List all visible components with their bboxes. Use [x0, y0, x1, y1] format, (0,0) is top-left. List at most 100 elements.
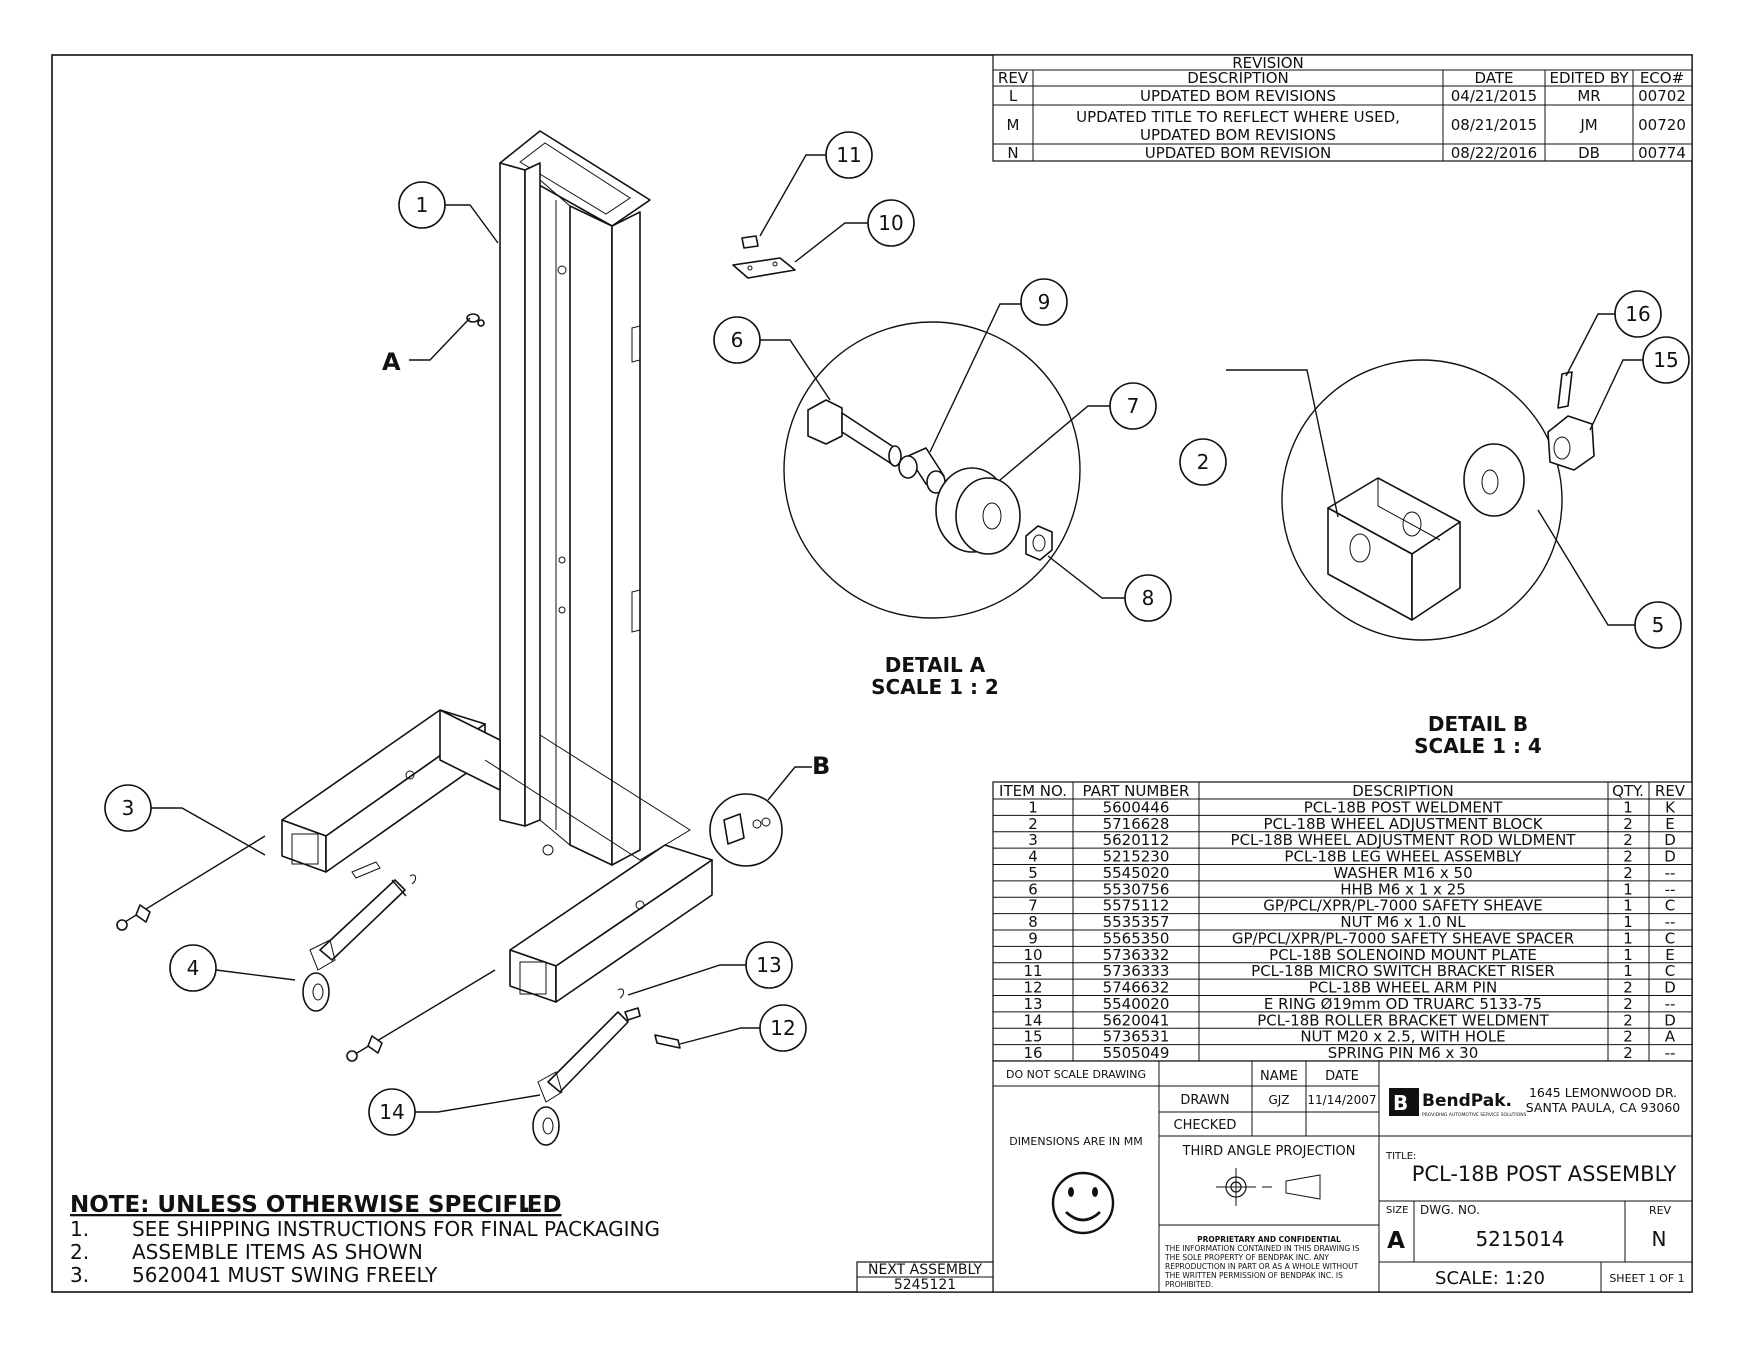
bom-cell-qty: 2 — [1623, 1011, 1633, 1029]
proprietary-line-5: PROHIBITED. — [1165, 1280, 1213, 1289]
bom-cell-qty: 2 — [1623, 815, 1633, 833]
next-assembly-block: NEXT ASSEMBLY 5245121 — [856, 1261, 994, 1293]
rev-row-n-rev: N — [1007, 144, 1018, 162]
bendpak-logo: B BendPak. PROVIDING AUTOMOTIVE SERVICE … — [1389, 1088, 1527, 1118]
svg-text:4: 4 — [187, 956, 200, 980]
bom-cell-item: 6 — [1028, 880, 1038, 898]
balloon-6: 6 — [713, 316, 761, 364]
balloon-16: 16 — [1614, 290, 1662, 338]
svg-text:7: 7 — [1127, 394, 1140, 418]
callout-balloons: 1 2 3 4 5 6 7 8 9 10 11 12 13 14 15 16 — [104, 131, 1690, 1136]
company-address-line-1: 1645 LEMONWOOD DR. — [1529, 1085, 1677, 1100]
bom-cell-description: NUT M6 x 1.0 NL — [1340, 913, 1466, 931]
bom-cell-rev: E — [1665, 946, 1674, 964]
general-notes: NOTE: UNLESS OTHERWISE SPECIFIED . 1. SE… — [70, 1192, 660, 1287]
detail-b-title: DETAIL B — [1428, 712, 1528, 736]
proprietary-line-3: REPRODUCTION IN PART OR AS A WHOLE WITHO… — [1165, 1262, 1359, 1271]
bom-cell-item: 5 — [1028, 864, 1038, 882]
note-3-text: 5620041 MUST SWING FREELY — [132, 1263, 438, 1287]
rev-row-l-date: 04/21/2015 — [1451, 87, 1537, 105]
balloon-7: 7 — [1109, 382, 1157, 430]
bom-cell-item: 12 — [1023, 979, 1042, 997]
rev-row-l-editor: MR — [1577, 87, 1600, 105]
balloon-3: 3 — [104, 784, 152, 832]
bom-cell-description: GP/PCL/XPR/PL-7000 SAFETY SHEAVE — [1263, 897, 1543, 915]
note-2-number: 2. — [70, 1240, 89, 1264]
bom-cell-part: 5545020 — [1103, 864, 1170, 882]
title-block: DO NOT SCALE DRAWING NAME DATE DRAWN GJZ… — [992, 1060, 1693, 1293]
bom-cell-part: 5535357 — [1103, 913, 1170, 931]
bom-cell-item: 3 — [1028, 831, 1038, 849]
rev-row-n-date: 08/22/2016 — [1451, 144, 1537, 162]
bom-cell-item: 8 — [1028, 913, 1038, 931]
bom-cell-qty: 2 — [1623, 831, 1633, 849]
bom-cell-description: PCL-18B WHEEL ARM PIN — [1309, 979, 1497, 997]
bom-cell-rev: -- — [1665, 995, 1676, 1013]
bom-cell-part: 5505049 — [1103, 1044, 1170, 1062]
bom-cell-qty: 1 — [1623, 962, 1633, 980]
bom-cell-item: 9 — [1028, 929, 1038, 947]
bom-cell-item: 1 — [1028, 798, 1038, 816]
bill-of-materials: ITEM NO. PART NUMBER DESCRIPTION QTY. RE… — [992, 781, 1693, 1062]
drawn-date: 11/14/2007 — [1307, 1093, 1376, 1107]
drawn-by-name: GJZ — [1268, 1093, 1289, 1107]
bom-cell-rev: K — [1665, 798, 1676, 816]
base-cross-member — [439, 709, 501, 791]
bom-cell-item: 7 — [1028, 897, 1038, 915]
bom-part-header: PART NUMBER — [1083, 782, 1190, 800]
detail-a-title: DETAIL A — [885, 653, 986, 677]
balloon-10: 10 — [867, 199, 915, 247]
balloon-9: 9 — [1020, 278, 1068, 326]
dimensions-note: DIMENSIONS ARE IN MM — [1009, 1135, 1143, 1148]
balloon-15: 15 — [1642, 336, 1690, 384]
balloon-13: 13 — [745, 941, 793, 989]
bom-cell-item: 4 — [1028, 848, 1038, 866]
current-revision: N — [1652, 1227, 1667, 1251]
note-1-text: SEE SHIPPING INSTRUCTIONS FOR FINAL PACK… — [132, 1217, 660, 1241]
svg-text:B: B — [1393, 1091, 1408, 1115]
title-label: TITLE: — [1385, 1151, 1416, 1162]
bom-cell-description: PCL-18B WHEEL ADJUSTMENT ROD WLDMENT — [1231, 831, 1577, 849]
bom-cell-qty: 1 — [1623, 946, 1633, 964]
bom-cell-part: 5530756 — [1103, 880, 1170, 898]
bom-cell-part: 5600446 — [1103, 798, 1170, 816]
svg-text:14: 14 — [379, 1100, 404, 1124]
third-angle-projection-label: THIRD ANGLE PROJECTION — [1182, 1144, 1356, 1159]
post-assembly-illustration — [116, 130, 796, 1146]
proprietary-line-2: THE SOLE PROPERTY OF BENDPAK INC. ANY — [1164, 1253, 1329, 1262]
third-angle-projection-icon — [1216, 1168, 1321, 1206]
bom-cell-item: 10 — [1023, 946, 1042, 964]
rev-eco-header: ECO# — [1640, 69, 1684, 87]
rev-row-m-editor: JM — [1579, 116, 1597, 134]
bom-cell-description: GP/PCL/XPR/PL-7000 SAFETY SHEAVE SPACER — [1232, 929, 1574, 947]
bom-qty-header: QTY. — [1612, 782, 1644, 800]
svg-text:6: 6 — [731, 328, 744, 352]
spring-pin — [1557, 371, 1573, 409]
name-column-label: NAME — [1260, 1069, 1298, 1084]
bom-cell-description: PCL-18B WHEEL ADJUSTMENT BLOCK — [1263, 815, 1543, 833]
bom-cell-part: 5746632 — [1103, 979, 1170, 997]
bom-rev-header: REV — [1655, 782, 1686, 800]
next-assembly-number: 5245121 — [894, 1277, 956, 1293]
revision-block: REVISION REV DESCRIPTION DATE EDITED BY … — [992, 54, 1693, 162]
post-top-plate — [499, 130, 651, 227]
bom-cell-rev: C — [1665, 962, 1675, 980]
checked-label: CHECKED — [1174, 1118, 1237, 1133]
proprietary-title: PROPRIETARY AND CONFIDENTIAL — [1197, 1235, 1341, 1244]
wheel-arm-lower — [547, 1011, 629, 1093]
svg-text:11: 11 — [836, 143, 861, 167]
balloon-8: 8 — [1124, 574, 1172, 622]
bom-cell-part: 5620041 — [1103, 1011, 1170, 1029]
proprietary-line-1: THE INFORMATION CONTAINED IN THIS DRAWIN… — [1164, 1244, 1360, 1253]
